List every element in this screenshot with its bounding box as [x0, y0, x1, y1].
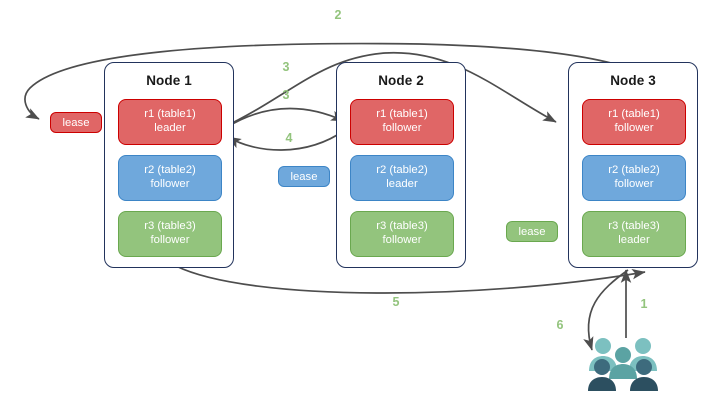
replica-role: follower	[614, 178, 654, 190]
lease-label: lease	[290, 170, 318, 183]
replica-node2-r3[interactable]: r3 (table3) follower	[350, 211, 454, 257]
node-title: Node 1	[146, 73, 192, 88]
replica-name: r2 (table2)	[144, 164, 196, 177]
replica-node1-r2[interactable]: r2 (table2) follower	[118, 155, 222, 201]
replica-role: leader	[154, 122, 186, 134]
step-label-6: 6	[556, 318, 564, 332]
node-container-node3[interactable]: Node 3 r1 (table1) follower r2 (table2) …	[568, 62, 698, 268]
replica-role: follower	[150, 178, 190, 190]
step-label-5: 5	[392, 295, 400, 309]
replica-node2-r2[interactable]: r2 (table2) leader	[350, 155, 454, 201]
lease-label: lease	[62, 116, 90, 129]
replica-role: follower	[382, 122, 422, 134]
replica-role: follower	[382, 234, 422, 246]
lease-badge-table3[interactable]: lease	[506, 221, 558, 242]
replica-name: r3 (table3)	[608, 220, 660, 233]
node-title: Node 3	[610, 73, 656, 88]
users-icon	[588, 338, 658, 391]
replica-name: r3 (table3)	[144, 220, 196, 233]
lease-badge-table2[interactable]: lease	[278, 166, 330, 187]
replica-node2-r1[interactable]: r1 (table1) follower	[350, 99, 454, 145]
replica-name: r2 (table2)	[608, 164, 660, 177]
replica-role: leader	[386, 178, 418, 190]
replica-name: r2 (table2)	[376, 164, 428, 177]
replica-name: r1 (table1)	[608, 108, 660, 121]
replica-role: follower	[150, 234, 190, 246]
replica-role: follower	[614, 122, 654, 134]
step-label-3b: 3	[282, 88, 290, 102]
replica-node3-r1[interactable]: r1 (table1) follower	[582, 99, 686, 145]
replica-role: leader	[618, 234, 650, 246]
replica-name: r1 (table1)	[376, 108, 428, 121]
node-title: Node 2	[378, 73, 424, 88]
replica-node3-r2[interactable]: r2 (table2) follower	[582, 155, 686, 201]
replica-node1-r3[interactable]: r3 (table3) follower	[118, 211, 222, 257]
node-container-node1[interactable]: Node 1 r1 (table1) leader r2 (table2) fo…	[104, 62, 234, 268]
lease-label: lease	[518, 225, 546, 238]
step-label-4: 4	[285, 131, 293, 145]
step-label-3a: 3	[282, 60, 290, 74]
replica-node1-r1[interactable]: r1 (table1) leader	[118, 99, 222, 145]
replica-name: r3 (table3)	[376, 220, 428, 233]
step-label-2: 2	[334, 8, 342, 22]
node-container-node2[interactable]: Node 2 r1 (table1) follower r2 (table2) …	[336, 62, 466, 268]
step-label-1: 1	[640, 297, 648, 311]
lease-badge-table1[interactable]: lease	[50, 112, 102, 133]
edge-5-forward-node3	[175, 265, 646, 294]
replica-name: r1 (table1)	[144, 108, 196, 121]
edge-3-replicate-node2	[223, 107, 345, 130]
replica-node3-r3[interactable]: r3 (table3) leader	[582, 211, 686, 257]
